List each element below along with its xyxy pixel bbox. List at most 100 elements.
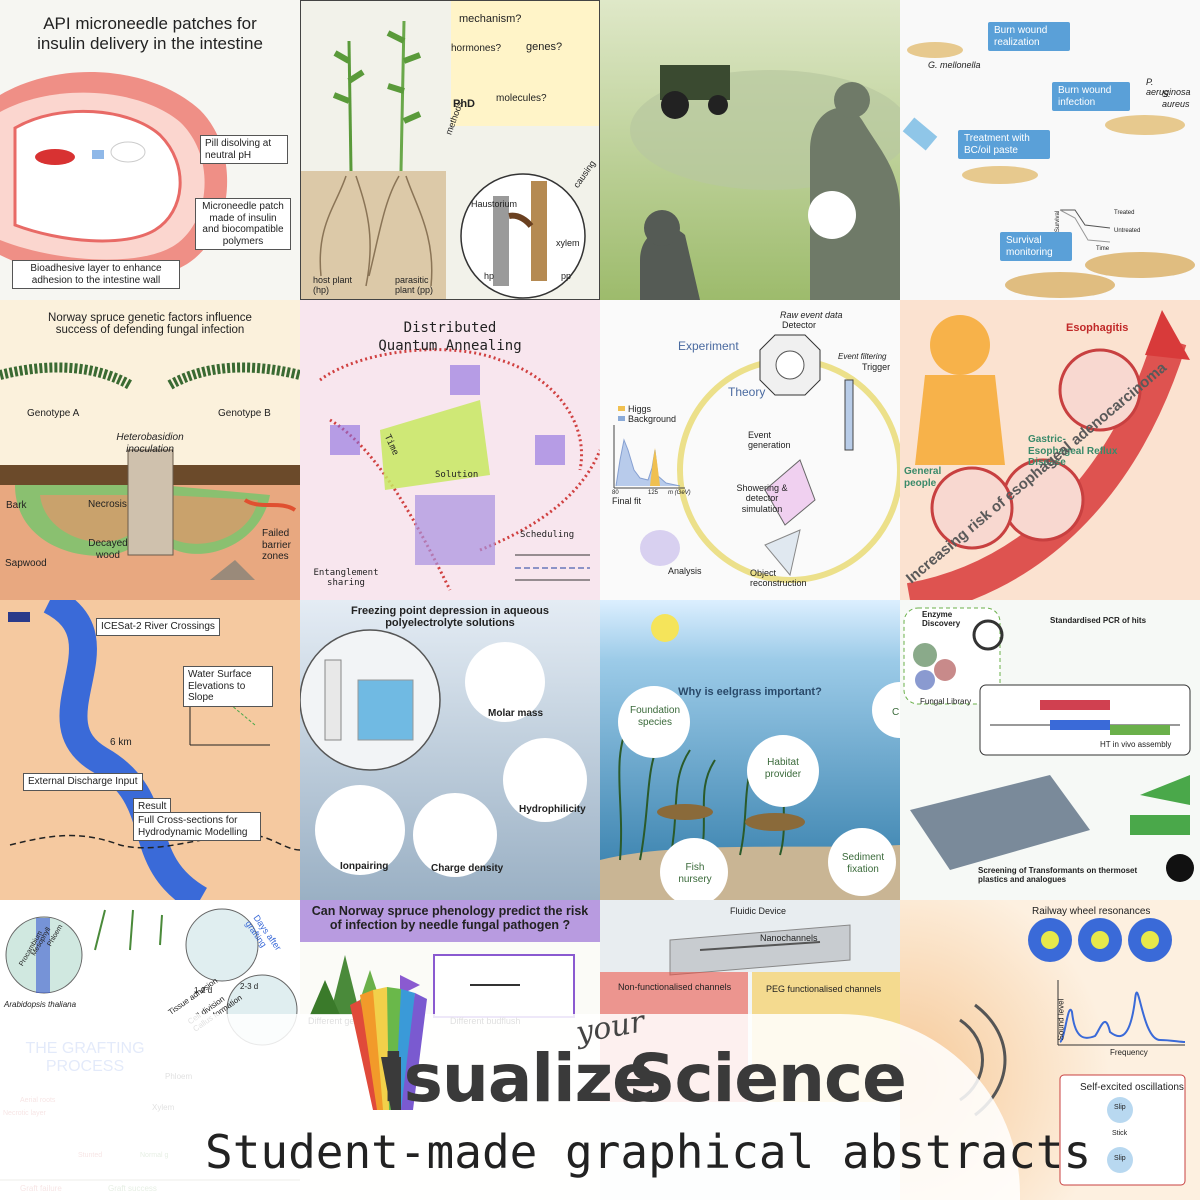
- label-c: C: [892, 707, 900, 718]
- label-self-excited: Self-excited oscillations: [1080, 1082, 1184, 1093]
- tile-title: Norway spruce genetic factors influence …: [48, 312, 252, 336]
- label-assembly: HT in vivo assembly: [1100, 740, 1172, 749]
- label-phloem: Phloem: [165, 1072, 193, 1081]
- label-mechanism: mechanism?: [459, 13, 522, 25]
- tile-freezing-point: Freezing point depression in aqueous pol…: [300, 600, 600, 900]
- label-sapwood: Sapwood: [5, 558, 47, 569]
- physics-cycle-illustration: [640, 334, 900, 583]
- label-heterobasidion: Heterobasidion inoculation: [116, 432, 184, 455]
- tile-spruce-genotype: Norway spruce genetic factors influence …: [0, 300, 300, 600]
- label-tick-80: 80: [612, 490, 619, 496]
- label-molar: Molar mass: [488, 708, 544, 719]
- label-grafting-process: THE GRAFTING PROCESS: [25, 1040, 145, 1076]
- box-survival: Survival monitoring: [1000, 232, 1072, 261]
- label-generation: Event generation: [748, 430, 791, 451]
- label-layer: Bioadhesive layer to enhance adhesion to…: [12, 260, 180, 289]
- label-gerd: Gastric-Esophageal Reflux Disease: [1028, 434, 1118, 468]
- label-solution: Solution: [435, 470, 479, 480]
- label-slip-1: Slip: [1114, 1104, 1126, 1111]
- label-enzyme: Enzyme Discovery: [922, 610, 961, 629]
- label-general: General people: [904, 466, 942, 489]
- label-haustorium: Haustorium: [471, 199, 518, 209]
- label-peg: PEG functionalised channels: [766, 984, 882, 994]
- title-line-1: Distributed: [403, 320, 497, 336]
- tile-title: Why is eelgrass important?: [678, 686, 822, 698]
- label-graft-failure: Graft failure: [20, 1184, 62, 1193]
- tile-quantum-annealing: Distributed Quantum Annealing Time Solut…: [300, 300, 600, 600]
- label-treated: Treated: [1114, 210, 1135, 216]
- label-xylem: Xylem: [152, 1103, 175, 1112]
- tile-title: Can Norway spruce phenology predict the …: [311, 904, 589, 932]
- river-illustration: [8, 600, 300, 900]
- tile-title: Freezing point depression in aqueous pol…: [350, 605, 550, 629]
- label-patch: Microneedle patch made of insulin and bi…: [195, 198, 291, 250]
- exposure-illustration: [630, 65, 900, 300]
- label-normal: Normal g: [140, 1152, 169, 1159]
- label-parasitic: parasitic plant (pp): [395, 275, 434, 296]
- tile-particle-physics: Experiment Theory Raw event data Detecto…: [600, 300, 900, 600]
- enzyme-illustration: [903, 607, 1194, 882]
- label-hormones: hormones?: [451, 43, 502, 54]
- box-infection: Burn wound infection: [1052, 82, 1130, 111]
- label-untreated: Untreated: [1114, 228, 1141, 234]
- label-fungal: Fungal Library: [920, 697, 972, 706]
- title-line-2: Quantum Annealing: [378, 338, 522, 354]
- label-fluidic: Fluidic Device: [730, 906, 787, 916]
- label-decayed: Decayed wood: [88, 538, 128, 561]
- higgs-histogram: [613, 406, 685, 489]
- label-analysis: Analysis: [668, 566, 702, 576]
- label-genotype-a: Genotype A: [27, 408, 80, 419]
- eelgrass-illustration: [600, 614, 900, 900]
- label-host: host plant (hp): [313, 275, 353, 296]
- label-background: Background: [628, 414, 677, 424]
- label-charge-density: Charge density: [431, 863, 504, 874]
- label-fish-nursery: Fish nursery: [678, 862, 712, 885]
- label-xylem: xylem: [556, 238, 580, 248]
- label-hydrophilicity: Hydrophilicity: [519, 804, 586, 815]
- label-genotype-b: Genotype B: [218, 408, 271, 419]
- banner-subtitle: Student-made graphical abstracts: [205, 1125, 1092, 1179]
- label-d12: 1-2 d: [194, 986, 213, 995]
- label-nonfunctional: Non-functionalised channels: [618, 982, 732, 992]
- label-hp: hp: [484, 271, 495, 281]
- larvae-illustration: [902, 42, 1195, 298]
- label-frequency: Frequency: [1110, 1048, 1148, 1057]
- label-arabidopsis: Arabidopsis thaliana: [4, 1000, 77, 1009]
- label-ionpairing: Ionpairing: [340, 861, 389, 872]
- label-experiment: Experiment: [678, 339, 739, 353]
- label-sound: Sound level: [1056, 998, 1066, 1041]
- label-icesat: ICESat-2 River Crossings: [96, 618, 220, 636]
- label-foundation: Foundation species: [629, 705, 681, 728]
- label-phd: PhD: [453, 98, 475, 110]
- label-detector: Detector: [782, 320, 817, 330]
- label-habitat: Habitat provider: [764, 757, 802, 780]
- label-mellonella: G. mellonella: [928, 60, 981, 70]
- label-higgs: Higgs: [628, 404, 652, 414]
- tile-eelgrass: Why is eelgrass important? Foundation sp…: [600, 600, 900, 900]
- label-pcr: Standardised PCR of hits: [1050, 616, 1147, 625]
- plant-illustration: [301, 1, 599, 299]
- label-showering: Showering & detector simulation: [736, 483, 788, 514]
- label-pp: pp: [561, 271, 572, 281]
- label-diff-budflush: Different budflush: [450, 1016, 521, 1026]
- label-full-cross: Full Cross-sections for Hydrodynamic Mod…: [133, 812, 261, 841]
- label-tick-125: 125: [648, 490, 659, 496]
- label-genes: genes?: [526, 41, 563, 53]
- label-stick: Stick: [1112, 1130, 1128, 1137]
- label-external: External Discharge Input: [23, 773, 143, 791]
- label-6km: 6 km: [110, 737, 132, 748]
- esophagus-illustration: [906, 310, 1190, 600]
- grafting-illustration: [0, 908, 300, 1181]
- label-d23: 2-3 d: [240, 982, 259, 991]
- box-treatment: Treatment with BC/oil paste: [958, 130, 1050, 159]
- logo-isualize: isualize: [382, 1040, 657, 1117]
- tile-pesticide-exposure: [600, 0, 900, 300]
- label-screening: Screening of Transformants on thermoset …: [978, 866, 1138, 885]
- label-stunted: Stunted: [78, 1152, 103, 1159]
- label-bark: Bark: [6, 500, 27, 511]
- tile-esophageal: Esophagitis Gastric-Esophageal Reflux Di…: [900, 300, 1200, 600]
- wood-illustration: [0, 362, 300, 600]
- railway-illustration: [959, 918, 1186, 1186]
- label-time: Time: [1096, 246, 1110, 252]
